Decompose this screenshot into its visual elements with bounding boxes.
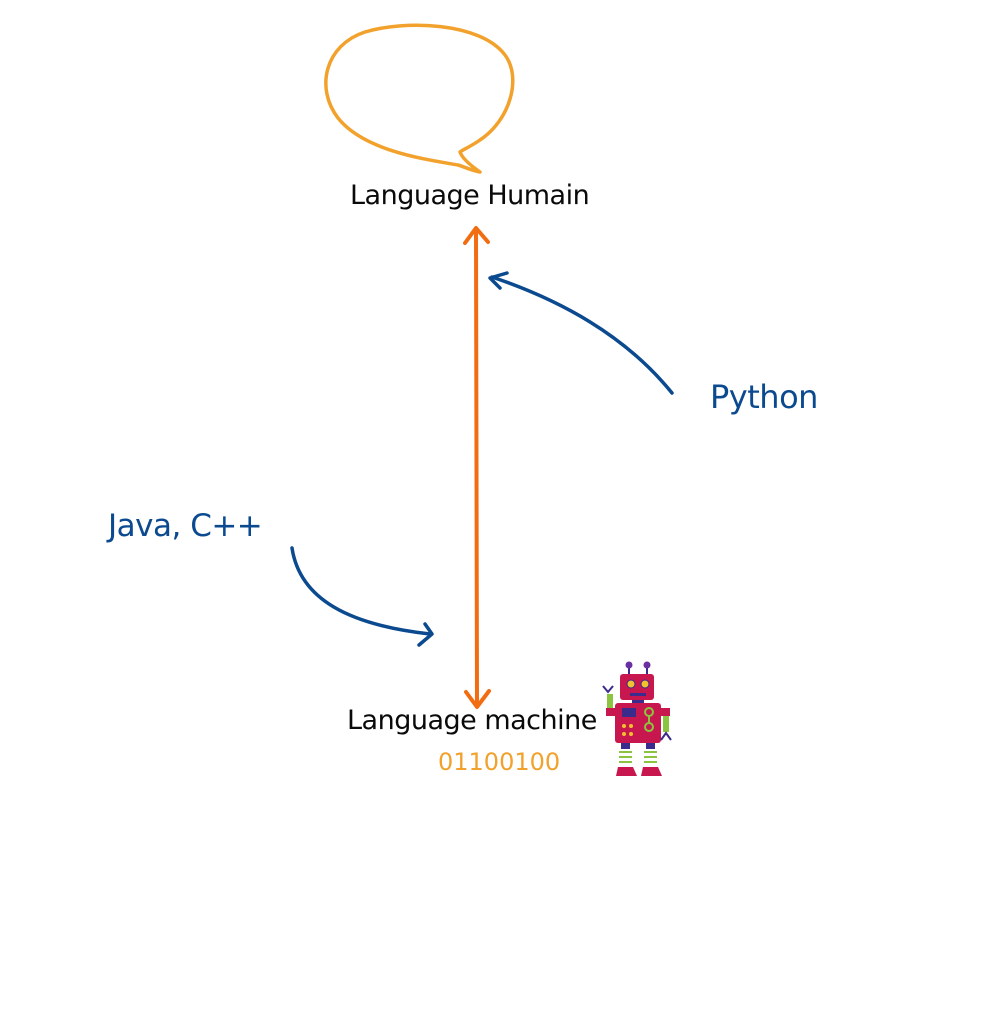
robot-icon — [602, 661, 672, 776]
speech-bubble-icon — [324, 23, 515, 174]
python-label: Python — [710, 378, 818, 416]
translation-arrow — [463, 226, 491, 709]
machine-language-label: Language machine — [347, 705, 597, 736]
binary-code-label: 01100100 — [438, 748, 561, 776]
human-language-label: Language Humain — [350, 180, 590, 211]
java-cpp-label: Java, C++ — [108, 508, 263, 544]
python-arrow — [488, 271, 674, 395]
java-cpp-arrow — [290, 546, 434, 647]
